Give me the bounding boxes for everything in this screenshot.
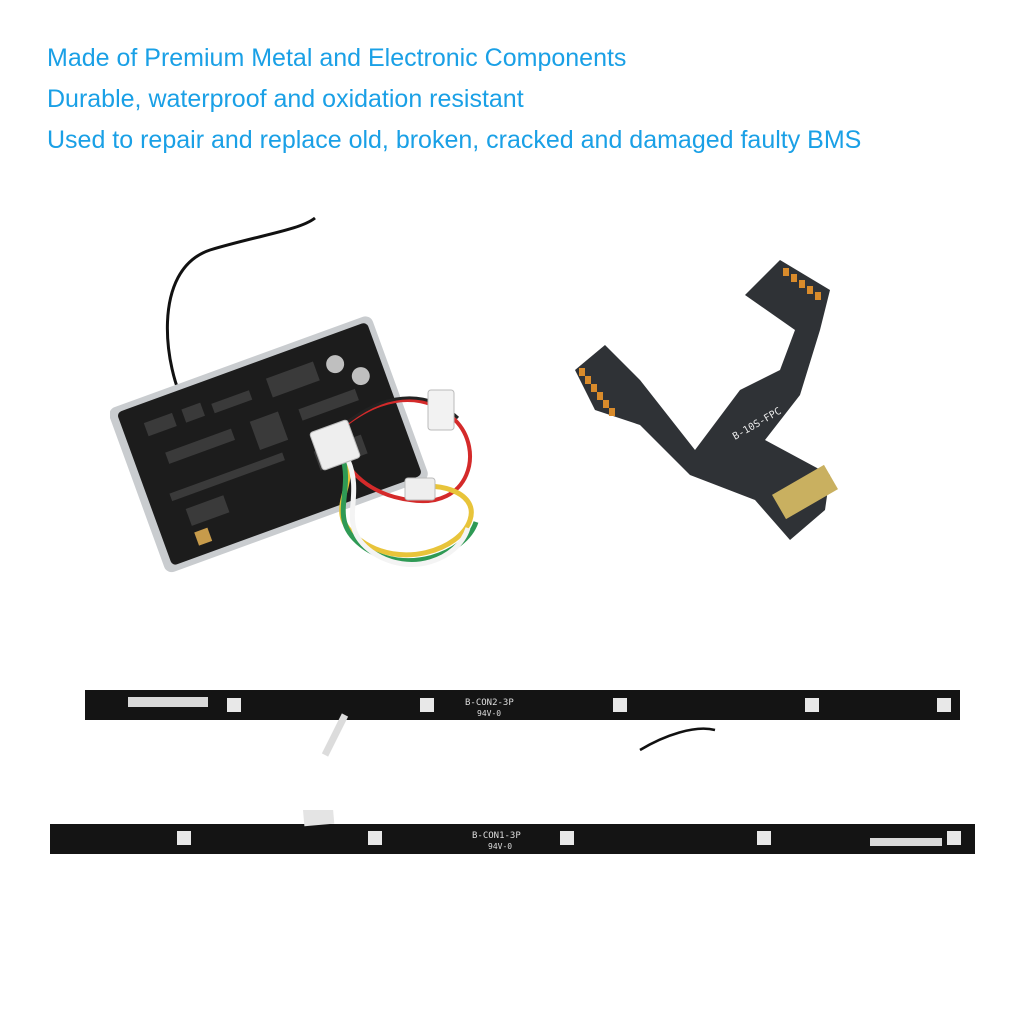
feature-line-3: Used to repair and replace old, broken, …	[47, 126, 862, 154]
led-strip-top-photo: B-CON2-3P 94V-0	[85, 690, 960, 757]
strip-bottom-sublabel: 94V-0	[488, 842, 512, 851]
led-strip-bottom-photo: B-CON1-3P 94V-0	[50, 810, 975, 854]
feature-list: Made of Premium Metal and Electronic Com…	[47, 38, 861, 161]
fpc-cable-photo: B-10S-FPC	[575, 260, 838, 540]
feature-line-1: Made of Premium Metal and Electronic Com…	[47, 44, 627, 72]
strip-top-sublabel: 94V-0	[477, 709, 501, 718]
strip-top-label: B-CON2-3P	[465, 698, 514, 708]
feature-line-2: Durable, waterproof and oxidation resist…	[47, 85, 524, 113]
bms-board-photo	[110, 216, 479, 573]
strip-bottom-label: B-CON1-3P	[472, 831, 521, 841]
